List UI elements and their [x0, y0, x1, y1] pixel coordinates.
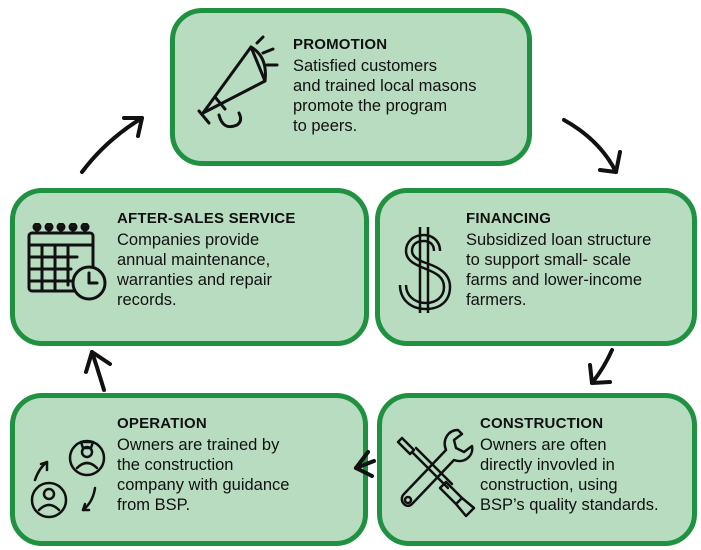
operation-body: Owners are trained by the construction c… [117, 435, 289, 515]
arrow-promotion-to-financing [562, 118, 622, 174]
arrow-construction-to-operation [354, 450, 376, 478]
operation-text: OPERATION Owners are trained by the cons… [117, 415, 289, 515]
financing-body: Subsidized loan structure to support sma… [466, 230, 651, 310]
arrow-financing-to-construction [588, 348, 614, 385]
body-line: and trained local masons [293, 77, 477, 95]
after-sales-card: AFTER-SALES SERVICE Companies provide an… [10, 188, 369, 346]
promotion-body: Satisfied customers and trained local ma… [293, 56, 476, 136]
body-line: farmers. [466, 291, 527, 309]
megaphone-icon [197, 35, 279, 129]
operation-card: OPERATION Owners are trained by the cons… [10, 393, 368, 546]
construction-card: CONSTRUCTION Owners are often directly i… [377, 393, 697, 546]
construction-text: CONSTRUCTION Owners are often directly i… [480, 415, 659, 515]
construction-body: Owners are often directly invovled in co… [480, 435, 659, 515]
financing-title: FINANCING [466, 210, 552, 227]
body-line: Companies provide [117, 231, 260, 249]
body-line: warranties and repair [117, 271, 272, 289]
people-exchange-icon [30, 439, 106, 519]
body-line: company with guidance [117, 476, 290, 494]
body-line: directly invovled in [480, 456, 615, 474]
arrow-operation-to-after-sales [84, 350, 112, 392]
dollar-sign-icon [398, 227, 452, 313]
body-line: Subsidized loan structure [466, 231, 652, 249]
promotion-title: PROMOTION [293, 36, 388, 53]
body-line: BSP’s quality standards. [480, 496, 659, 514]
body-line: to support small- scale [466, 251, 632, 269]
body-line: records. [117, 291, 177, 309]
after-sales-title: AFTER-SALES SERVICE [117, 210, 296, 227]
after-sales-text: AFTER-SALES SERVICE Companies provide an… [117, 210, 296, 310]
promotion-text: PROMOTION Satisfied customers and traine… [293, 36, 476, 136]
body-line: the construction [117, 456, 234, 474]
operation-title: OPERATION [117, 415, 207, 432]
body-line: construction, using [480, 476, 618, 494]
body-line: promote the program [293, 97, 448, 115]
body-line: annual maintenance, [117, 251, 271, 269]
financing-card: FINANCING Subsidized loan structure to s… [375, 188, 697, 346]
body-line: Owners are trained by [117, 436, 280, 454]
body-line: Owners are often [480, 436, 607, 454]
arrow-after-sales-to-promotion [80, 116, 144, 174]
after-sales-body: Companies provide annual maintenance, wa… [117, 230, 296, 310]
body-line: farms and lower-income [466, 271, 643, 289]
body-line: to peers. [293, 117, 358, 135]
body-line: Satisfied customers [293, 57, 437, 75]
body-line: from BSP. [117, 496, 191, 514]
promotion-card: PROMOTION Satisfied customers and traine… [170, 8, 532, 166]
construction-title: CONSTRUCTION [480, 415, 604, 432]
financing-text: FINANCING Subsidized loan structure to s… [466, 210, 651, 310]
tools-icon [396, 428, 476, 518]
calendar-clock-icon [27, 223, 107, 301]
